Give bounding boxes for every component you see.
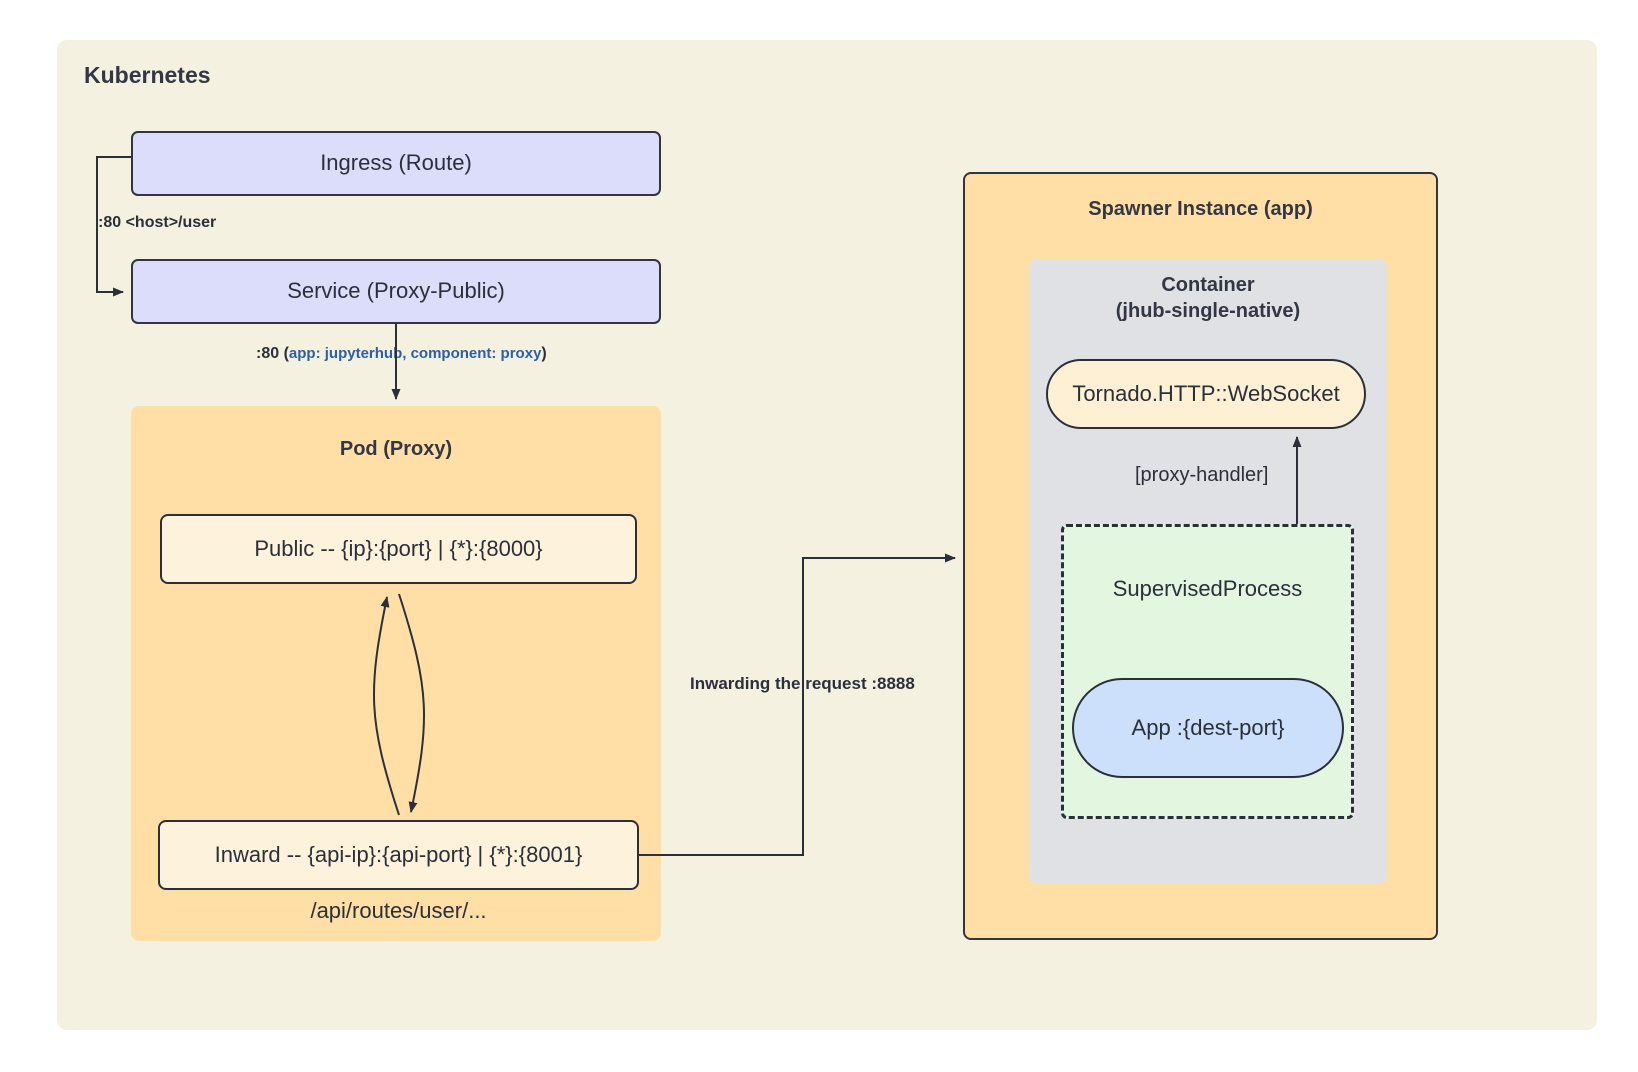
edge-label-paren-close: ) <box>541 345 547 362</box>
node-inward-listener[interactable]: Inward -- {api-ip}:{api-port} | {*}:{800… <box>158 820 639 890</box>
node-ingress-route[interactable]: Ingress (Route) <box>131 131 661 196</box>
edge-label-selector: app: jupyterhub, component: proxy <box>288 345 542 362</box>
edge-label-proxy-handler: [proxy-handler] <box>1135 464 1269 486</box>
edge-label-ingress-to-service: :80 <host>/user <box>98 214 217 231</box>
edge-label-port: :80 ( <box>256 345 289 362</box>
node-service-proxy-public[interactable]: Service (Proxy-Public) <box>131 259 661 324</box>
cluster-supervised-process-label: SupervisedProcess <box>1112 576 1303 601</box>
edge-label-service-to-pod: :80 (app: jupyterhub, component: proxy) <box>256 345 547 363</box>
api-routes-label: /api/routes/user/... <box>310 898 487 923</box>
cluster-spawner-instance-title: Spawner Instance (app) <box>1088 198 1313 220</box>
cluster-container-title: Container (jhub-single-native) <box>1115 274 1301 322</box>
cluster-pod-proxy-title: Pod (Proxy) <box>339 438 453 460</box>
node-public-listener[interactable]: Public -- {ip}:{port} | {*}:{8000} <box>160 514 637 584</box>
node-tornado-websocket[interactable]: Tornado.HTTP::WebSocket <box>1046 359 1366 429</box>
cluster-kubernetes-title: Kubernetes <box>84 62 211 88</box>
edge-label-inward-to-spawner: Inwarding the request :8888 <box>690 674 915 693</box>
node-app-dest-port[interactable]: App :{dest-port} <box>1072 678 1344 778</box>
